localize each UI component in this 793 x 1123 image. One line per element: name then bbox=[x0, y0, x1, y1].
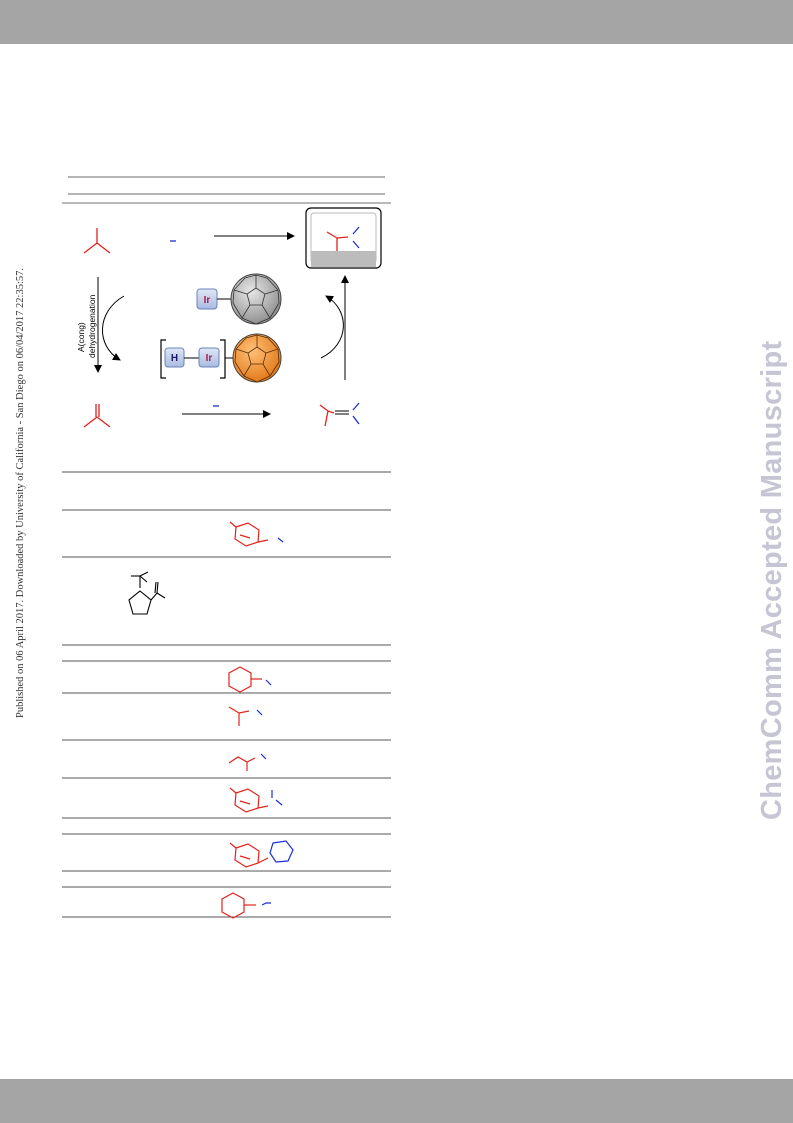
fullerene-icon bbox=[232, 333, 282, 383]
enamine-product bbox=[319, 402, 360, 427]
right-curved-arrow bbox=[320, 295, 344, 359]
iridium-center-icon: Ir bbox=[206, 353, 213, 364]
product-structure-row-1 bbox=[229, 521, 284, 547]
svg-text:dehydrogenation: dehydrogenation bbox=[87, 294, 97, 358]
table-rules bbox=[62, 471, 391, 918]
product-structure-branched bbox=[228, 753, 267, 771]
product-structure-isobutyl bbox=[228, 706, 263, 726]
alkane-substrate bbox=[83, 228, 111, 254]
ir-catalyst-box: Ir bbox=[196, 288, 218, 310]
hydride-complex: H Ir bbox=[160, 339, 226, 379]
ligand-structure bbox=[128, 571, 166, 615]
svg-text:A(cong): A(cong) bbox=[76, 322, 86, 352]
hydride-icon: H bbox=[171, 353, 178, 364]
iridium-center-icon: Ir bbox=[204, 295, 211, 306]
header-bar bbox=[0, 0, 793, 44]
alkene-intermediate bbox=[83, 404, 111, 428]
fullerene-icon bbox=[230, 273, 282, 325]
product-structure-benzyl-dimethyl bbox=[229, 787, 283, 813]
table-header-rules bbox=[62, 176, 391, 204]
footer-bar bbox=[0, 1079, 793, 1123]
left-curved-arrow bbox=[102, 295, 125, 361]
product-structure-benzyl-piperidine bbox=[229, 840, 294, 868]
product-structure-cyclohexyl bbox=[228, 666, 272, 693]
product-structure-cyclohexyl-2 bbox=[221, 892, 271, 919]
dehydrogenation-label: A(cong) dehydrogenation bbox=[76, 294, 97, 358]
product-box bbox=[305, 207, 382, 269]
